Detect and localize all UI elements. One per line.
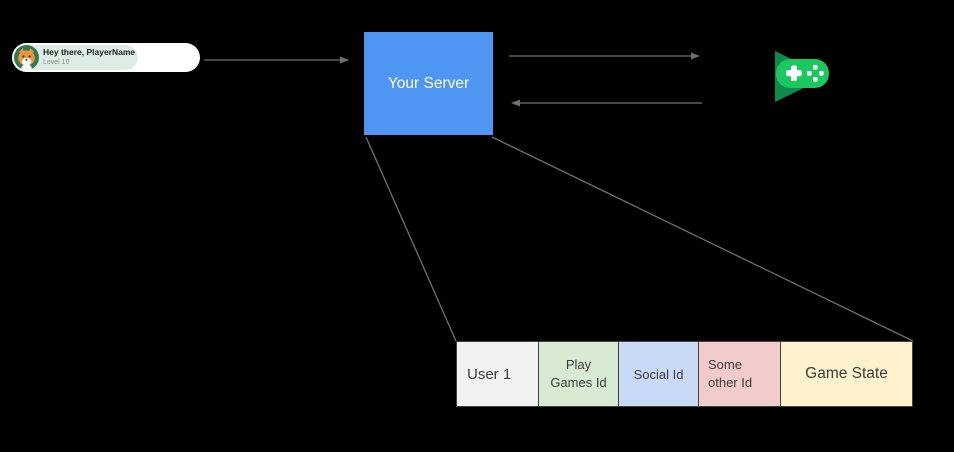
arrow-client-to-server <box>204 56 349 64</box>
arrow-playgames-to-server <box>511 99 702 107</box>
player-greeting-card: Hey there, PlayerName Level 10 <box>12 43 200 72</box>
callout-line-left <box>365 136 457 342</box>
table-cell-user: User 1 <box>457 342 539 406</box>
player-card-text: Hey there, PlayerName Level 10 <box>43 47 136 67</box>
table-cell-social-id: Social Id <box>619 342 699 406</box>
arrow-server-to-playgames <box>509 52 700 60</box>
callout-line-right <box>491 136 914 342</box>
player-greeting-text: Hey there, PlayerName <box>43 47 136 58</box>
your-server-label: Your Server <box>387 74 470 92</box>
player-level-text: Level 10 <box>43 58 70 66</box>
user-record-table: User 1 Play Games Id Social Id Some othe… <box>456 341 913 407</box>
table-cell-play-games-id: Play Games Id <box>539 342 619 406</box>
table-cell-some-other-id: Some other Id <box>699 342 781 406</box>
play-games-logo-icon <box>775 51 829 102</box>
gamepad-buttons <box>807 65 824 82</box>
table-cell-game-state: Game State <box>781 342 912 406</box>
gamepad-dpad <box>786 65 802 81</box>
player-avatar-icon <box>14 45 39 70</box>
your-server-box: Your Server <box>364 32 493 135</box>
player-greeting-inner-pill: Hey there, PlayerName Level 10 <box>14 45 138 70</box>
